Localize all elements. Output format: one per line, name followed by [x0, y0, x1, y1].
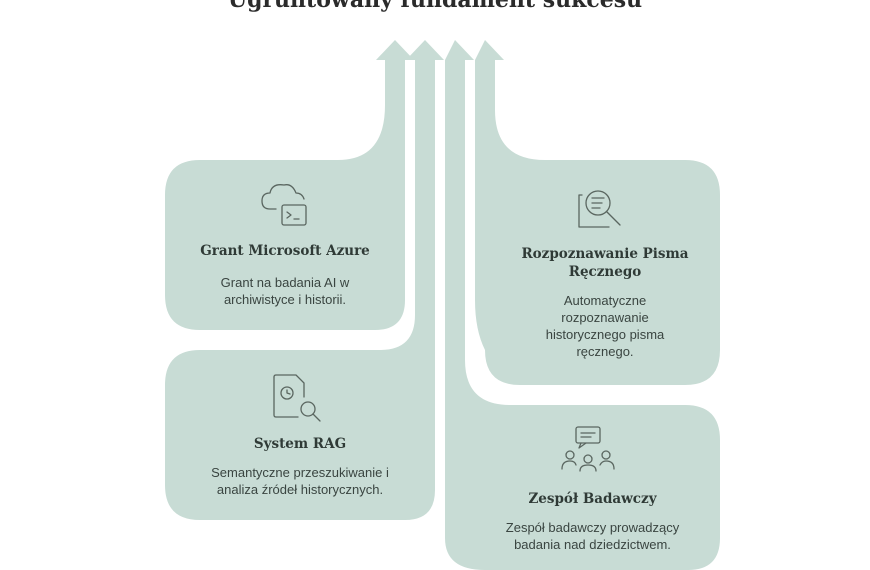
handwriting-search-icon	[578, 190, 621, 228]
card-htr-title: Rozpoznawanie Pisma Ręcznego	[495, 245, 715, 281]
description-line: rozpoznawanie	[561, 310, 649, 325]
description-line: historycznego pisma	[545, 327, 665, 342]
description-line: badania nad dziedzictwem.	[514, 537, 671, 552]
card-grant-title: Grant Microsoft Azure	[200, 243, 370, 259]
description-line: Zespół badawczy prowadzący	[505, 520, 680, 535]
card-htr-shape	[475, 40, 720, 385]
diagram-title: Ugruntowany fundament sukcesu	[227, 0, 643, 13]
card-htr-description: Automatyczne rozpoznawanie historycznego…	[495, 292, 715, 360]
description-line: Semantyczne przeszukiwanie i	[211, 465, 389, 480]
card-grant-description: Grant na badania AI w archiwistyce i his…	[170, 274, 400, 308]
card-rag-description: Semantyczne przeszukiwanie i analiza źró…	[170, 464, 430, 498]
title-line: Rozpoznawanie Pisma	[521, 246, 689, 262]
description-line: Grant na badania AI w	[220, 275, 350, 290]
description-line: Automatyczne	[563, 293, 647, 308]
title-line: Ręcznego	[568, 264, 642, 280]
description-line: ręcznego.	[576, 344, 634, 359]
card-rag-title: System RAG	[253, 436, 347, 452]
card-rag-shape	[165, 40, 444, 520]
team-discussion-icon	[561, 426, 615, 472]
cloud-terminal-icon	[261, 184, 307, 226]
card-team-description: Zespół badawczy prowadzący badania nad d…	[470, 519, 715, 553]
document-search-icon	[273, 374, 321, 422]
card-team-shape	[445, 40, 720, 570]
description-line: archiwistyce i historii.	[223, 292, 347, 307]
description-line: analiza źródeł historycznych.	[216, 482, 384, 497]
card-team-title: Zespół Badawczy	[528, 491, 657, 507]
